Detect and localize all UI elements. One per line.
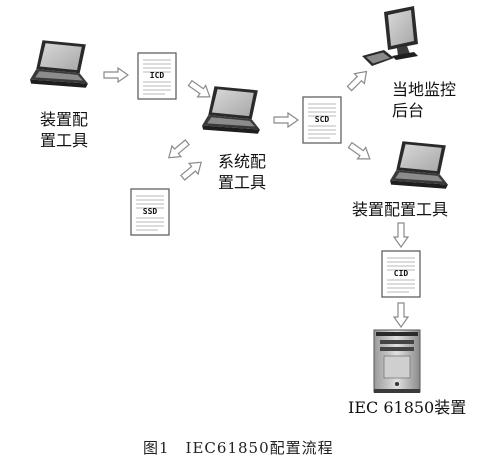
arrow-system-to-ssd-icon: [168, 139, 190, 159]
device-tool-left-laptop-icon: [30, 40, 88, 88]
cid-file-icon: CID: [381, 250, 421, 298]
arrow-scd-to-backend-icon: [346, 70, 368, 92]
icd-file-label: ICD: [150, 71, 165, 80]
local-backend-label-line2: 后台: [392, 101, 425, 120]
arrow-icd-to-system-icon: [187, 79, 211, 98]
figure-caption: 图1 IEC61850配置流程: [143, 439, 334, 457]
system-tool-label-line1: 系统配: [218, 152, 267, 171]
arrow-to-scd-icon: [273, 112, 299, 128]
local-backend-label-line1: 当地监控: [392, 80, 457, 99]
arrow-to-iec-device-icon: [393, 302, 409, 328]
scd-file-icon: SCD: [302, 96, 342, 144]
system-tool-laptop-icon: [202, 86, 260, 134]
ssd-file-icon: SSD: [130, 188, 170, 236]
device-tool-right-laptop-icon: [390, 141, 448, 189]
iec-device-label: IEC 61850装置: [348, 398, 467, 417]
device-tool-left-label-line1: 装置配: [40, 110, 89, 129]
device-tool-right-label: 装置配置工具: [352, 200, 449, 219]
scd-file-label: SCD: [315, 115, 330, 124]
arrow-ssd-to-system-icon: [180, 161, 202, 181]
arrow-scd-to-device-tool-icon: [347, 141, 371, 160]
iec-device-server-icon: [373, 329, 421, 393]
cid-file-label: CID: [394, 269, 409, 278]
arrow-to-icd-icon: [103, 67, 129, 83]
ssd-file-label: SSD: [143, 207, 158, 216]
device-tool-left-label-line2: 置工具: [40, 131, 89, 150]
local-backend-computer-icon: [362, 6, 418, 66]
arrow-to-cid-icon: [393, 222, 409, 248]
icd-file-icon: ICD: [137, 52, 177, 100]
system-tool-label-line2: 置工具: [218, 173, 267, 192]
